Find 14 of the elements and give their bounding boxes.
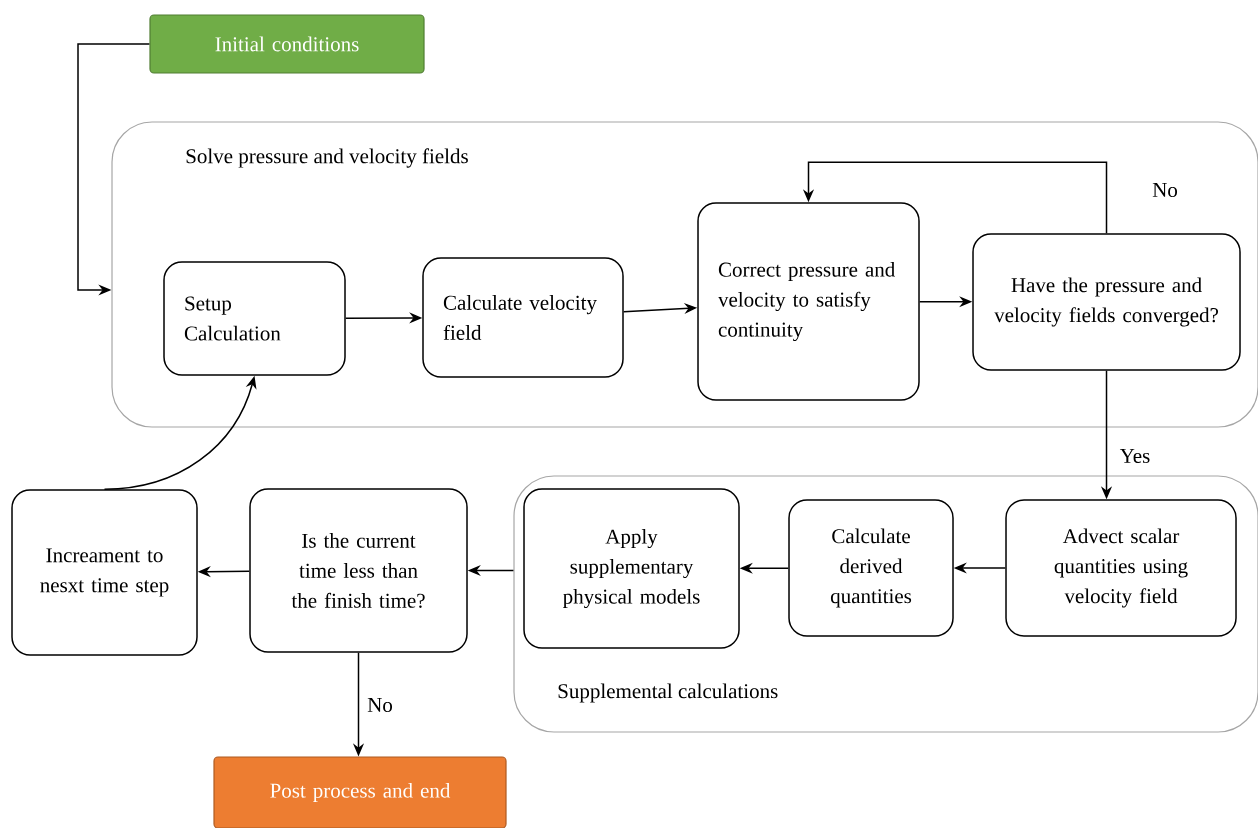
process-box: Is the current time less than the finish time?	[249, 488, 468, 653]
end-box: Post process and end	[213, 756, 507, 828]
edge-label: Yes	[1117, 447, 1153, 465]
process-box: Advect scalar quantities using velocity field	[1005, 499, 1237, 637]
edge-label: No	[365, 696, 395, 714]
process-box: Apply supplementary physical models	[523, 488, 740, 649]
process-box: Have the pressure and velocity fields converged?	[972, 233, 1241, 371]
process-box: Calculate velocity field	[422, 257, 624, 378]
process-box: Correct pressure and velocity to satisfy continuity	[697, 202, 920, 401]
edge-label: No	[1150, 181, 1180, 199]
process-box: Increament to nesxt time step	[11, 489, 198, 656]
process-box: Setup Calculation	[163, 261, 346, 376]
title-box: Initial conditions	[149, 14, 425, 74]
process-box: Calculate derived quantities	[788, 499, 954, 637]
